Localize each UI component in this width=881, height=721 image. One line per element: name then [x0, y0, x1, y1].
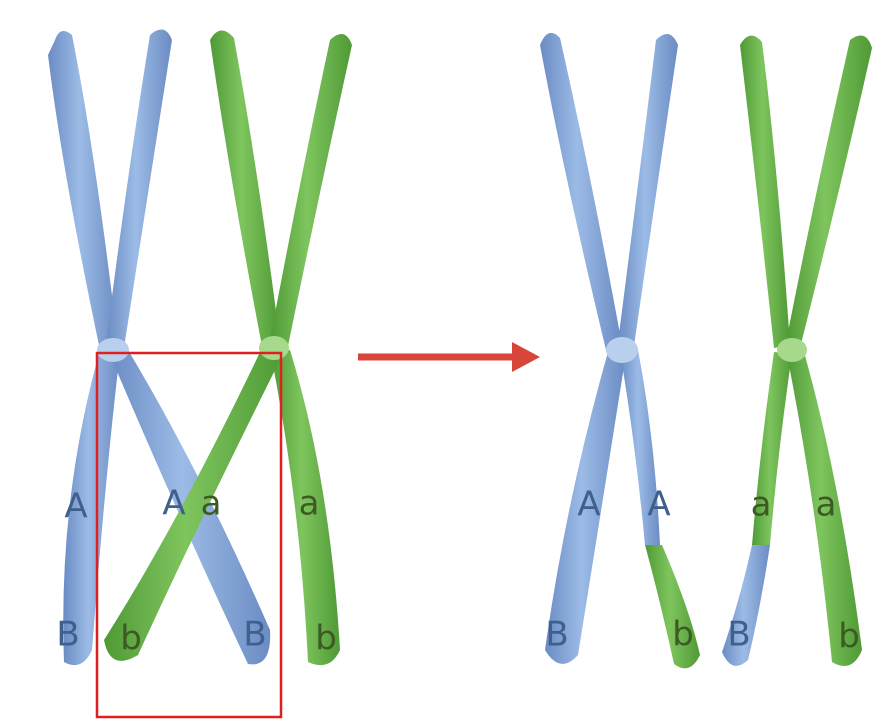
label-blue-cross-upper: A [162, 484, 185, 524]
after-panel: A B A b a B a b [540, 33, 872, 668]
green-after-upper-left [740, 36, 790, 348]
green-chromosome-after [722, 36, 872, 667]
label-after-blue-right-upper: A [647, 485, 670, 525]
green-upper-arm-right [270, 34, 352, 346]
label-green-cross-upper: a [201, 484, 222, 524]
blue-chromosome-after [540, 33, 700, 668]
label-after-green-right-lower: b [838, 617, 860, 657]
label-blue-left-lower: B [56, 615, 79, 655]
label-green-right-lower: b [315, 619, 337, 659]
blue-after-upper-left [540, 33, 622, 350]
blue-after-upper-right [618, 34, 678, 346]
green-centromere-after [777, 338, 807, 362]
label-green-right-upper: a [299, 484, 320, 524]
label-after-green-right-upper: a [816, 485, 837, 525]
blue-upper-arm-right [106, 30, 172, 348]
green-centromere-before [259, 336, 289, 360]
green-upper-arm-left [210, 30, 280, 346]
transition-arrow [358, 342, 540, 372]
label-green-cross-lower: b [120, 619, 142, 659]
label-after-blue-right-lower: b [672, 615, 694, 655]
label-after-blue-left-upper: A [577, 485, 600, 525]
blue-centromere-before [97, 338, 129, 362]
label-after-green-left-upper: a [751, 485, 772, 525]
label-after-green-left-lower: B [727, 615, 750, 655]
green-after-upper-right [786, 36, 872, 349]
blue-upper-arm-left [48, 31, 118, 350]
before-panel: A B A B a b a b [48, 30, 352, 717]
label-after-blue-left-lower: B [545, 615, 568, 655]
label-blue-cross-lower: B [243, 615, 266, 655]
label-blue-left-upper: A [64, 487, 87, 527]
blue-centromere-after [606, 337, 638, 363]
